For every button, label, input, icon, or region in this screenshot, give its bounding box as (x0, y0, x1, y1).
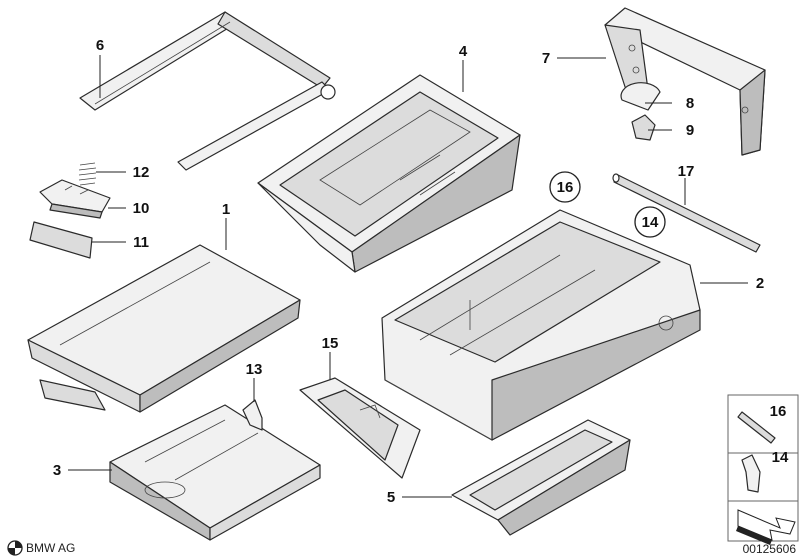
part-11-cover-strip (29, 221, 93, 259)
part-3-lower-tray (109, 404, 321, 541)
legend-label-14: 14 (772, 449, 789, 466)
legend-label-16: 16 (770, 403, 787, 420)
legend-box: 16 14 (727, 394, 799, 545)
part-13-clip (242, 399, 263, 431)
circled-ref-14: 14 (634, 206, 666, 238)
callout-3: 3 (53, 462, 61, 479)
circled-ref-16: 16 (549, 171, 581, 203)
direction-arrow-icon (736, 509, 796, 545)
part-2-console-housing (381, 209, 701, 441)
callout-9: 9 (686, 122, 694, 139)
callout-12: 12 (133, 164, 150, 181)
part-10-latch-assembly (39, 179, 111, 219)
callout-1: 1 (222, 201, 230, 218)
callout-17: 17 (678, 163, 695, 180)
callout-15: 15 (322, 335, 339, 352)
part-1-armrest-lid (27, 244, 301, 413)
part-12-spring (78, 162, 97, 186)
part-8-clip-disc (620, 82, 661, 111)
callout-2: 2 (756, 275, 764, 292)
callout-6: 6 (96, 37, 104, 54)
callout-11: 11 (133, 234, 149, 251)
legend-clip-icon (741, 454, 761, 493)
callout-13: 13 (246, 361, 263, 378)
brand-label: BMW AG (26, 541, 75, 555)
part-17-rod (612, 173, 761, 253)
callout-7: 7 (542, 50, 550, 67)
svg-text:16: 16 (557, 179, 574, 196)
part-15-cup-holder-insert (299, 377, 421, 479)
part-7-support-bracket (604, 7, 766, 156)
callout-10: 10 (133, 200, 150, 217)
part-9-latch (631, 114, 656, 141)
bmw-logo (7, 540, 23, 556)
callout-8: 8 (686, 95, 694, 112)
svg-text:14: 14 (642, 214, 659, 231)
part-5-storage-bin (451, 419, 631, 536)
callout-labels: 6 4 7 8 9 17 12 10 11 1 2 3 13 15 5 (53, 37, 764, 506)
part-6-frame-bracket (79, 11, 336, 171)
leader-lines (68, 55, 748, 498)
callout-4: 4 (459, 43, 468, 60)
doc-number: 00125606 (743, 542, 797, 556)
legend-rod-icon (737, 411, 776, 444)
callout-5: 5 (387, 489, 395, 506)
part-4-storage-tray (257, 74, 521, 273)
